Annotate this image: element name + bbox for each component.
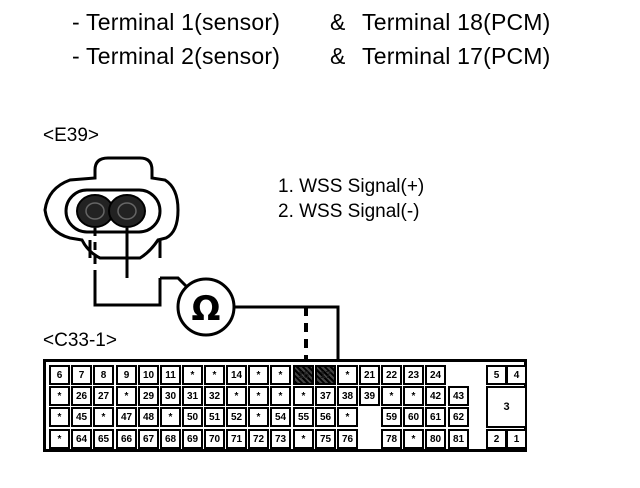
pcm-pin-30: 30 <box>160 386 181 406</box>
pcm-pin-unused: * <box>160 407 181 427</box>
pcm-pin-unused: * <box>337 365 358 385</box>
pcm-pin-17: 17 <box>315 365 336 385</box>
pcm-pin-51: 51 <box>204 407 225 427</box>
pcm-pin-37: 37 <box>315 386 336 406</box>
pcm-pin-14: 14 <box>226 365 247 385</box>
pcm-pin-9: 9 <box>116 365 137 385</box>
pcm-pin-16: 16 <box>293 365 314 385</box>
pcm-pin-61: 61 <box>425 407 446 427</box>
header-line1-left: - Terminal 1(sensor) <box>72 9 281 35</box>
pcm-pin-73: 73 <box>270 429 291 449</box>
pcm-pin-blank <box>359 407 380 427</box>
pcm-pin-43: 43 <box>448 386 469 406</box>
pcm-pin-unused: * <box>248 386 269 406</box>
pcm-pin-3: 3 <box>486 386 527 428</box>
pcm-pin-unused: * <box>93 407 114 427</box>
header-line2-right: Terminal 17(PCM) <box>362 43 551 69</box>
legend-pin2: 2. WSS Signal(-) <box>278 201 420 222</box>
header-line2-amp: & <box>330 43 346 69</box>
pcm-pin-unused: * <box>49 386 70 406</box>
pcm-pin-unused: * <box>293 429 314 449</box>
wire-meter-to-pcm <box>234 305 340 365</box>
pcm-pin-71: 71 <box>226 429 247 449</box>
pcm-pin-unused: * <box>270 365 291 385</box>
pcm-pin-76: 76 <box>337 429 358 449</box>
pcm-pin-8: 8 <box>93 365 114 385</box>
pcm-pin-65: 65 <box>93 429 114 449</box>
pcm-pin-unused: * <box>403 429 424 449</box>
pcm-pin-7: 7 <box>71 365 92 385</box>
pcm-pin-31: 31 <box>182 386 203 406</box>
pcm-pin-69: 69 <box>182 429 203 449</box>
header-line1-right: Terminal 18(PCM) <box>362 9 551 35</box>
ohm-symbol: Ω <box>192 289 221 329</box>
pcm-pin-32: 32 <box>204 386 225 406</box>
pcm-pin-45: 45 <box>71 407 92 427</box>
pcm-pin-39: 39 <box>359 386 380 406</box>
sensor-pin-1 <box>76 194 114 228</box>
pcm-pin-21: 21 <box>359 365 380 385</box>
pcm-pin-78: 78 <box>381 429 402 449</box>
sensor-pin-2 <box>108 194 146 228</box>
pcm-pin-64: 64 <box>71 429 92 449</box>
pcm-pin-unused: * <box>248 407 269 427</box>
pcm-pin-unused: * <box>204 365 225 385</box>
pcm-pin-unused: * <box>293 386 314 406</box>
pcm-connector-label: <C33-1> <box>43 330 117 351</box>
pcm-pin-6: 6 <box>49 365 70 385</box>
pcm-pin-47: 47 <box>116 407 137 427</box>
legend-pin1: 1. WSS Signal(+) <box>278 176 425 197</box>
pcm-pin-80: 80 <box>425 429 446 449</box>
pcm-pin-68: 68 <box>160 429 181 449</box>
pcm-pin-10: 10 <box>138 365 159 385</box>
pcm-pin-56: 56 <box>315 407 336 427</box>
pcm-pin-55: 55 <box>293 407 314 427</box>
pcm-pin-54: 54 <box>270 407 291 427</box>
header-line1-amp: & <box>330 9 346 35</box>
pcm-pin-4: 4 <box>506 365 527 385</box>
pcm-pin-70: 70 <box>204 429 225 449</box>
pcm-pin-75: 75 <box>315 429 336 449</box>
pcm-pin-24: 24 <box>425 365 446 385</box>
pcm-pin-1: 1 <box>506 429 527 449</box>
sensor-plug-body <box>93 278 162 307</box>
pcm-pin-48: 48 <box>138 407 159 427</box>
pcm-pin-unused: * <box>49 407 70 427</box>
pcm-pin-2: 2 <box>486 429 507 449</box>
pcm-pin-59: 59 <box>381 407 402 427</box>
pcm-pin-67: 67 <box>138 429 159 449</box>
pcm-pin-27: 27 <box>93 386 114 406</box>
pcm-pin-72: 72 <box>248 429 269 449</box>
pcm-pin-52: 52 <box>226 407 247 427</box>
pcm-pin-unused: * <box>116 386 137 406</box>
pcm-pin-blank <box>359 429 380 449</box>
pcm-pin-unused: * <box>182 365 203 385</box>
pcm-pin-unused: * <box>270 386 291 406</box>
pcm-pin-unused: * <box>226 386 247 406</box>
sensor-connector-label: <E39> <box>43 125 99 146</box>
pcm-pin-5: 5 <box>486 365 507 385</box>
pcm-pin-60: 60 <box>403 407 424 427</box>
pcm-pin-22: 22 <box>381 365 402 385</box>
pcm-pin-42: 42 <box>425 386 446 406</box>
pcm-pin-38: 38 <box>337 386 358 406</box>
pcm-pin-11: 11 <box>160 365 181 385</box>
pcm-pin-unused: * <box>403 386 424 406</box>
pcm-pin-unused: * <box>381 386 402 406</box>
pcm-pin-26: 26 <box>71 386 92 406</box>
pcm-pin-66: 66 <box>116 429 137 449</box>
pcm-pin-unused: * <box>49 429 70 449</box>
pcm-pin-29: 29 <box>138 386 159 406</box>
pcm-pin-unused: * <box>248 365 269 385</box>
pcm-pin-23: 23 <box>403 365 424 385</box>
pcm-pin-62: 62 <box>448 407 469 427</box>
header-line2-left: - Terminal 2(sensor) <box>72 43 281 69</box>
pcm-pin-unused: * <box>337 407 358 427</box>
pcm-pin-81: 81 <box>448 429 469 449</box>
pcm-pin-50: 50 <box>182 407 203 427</box>
